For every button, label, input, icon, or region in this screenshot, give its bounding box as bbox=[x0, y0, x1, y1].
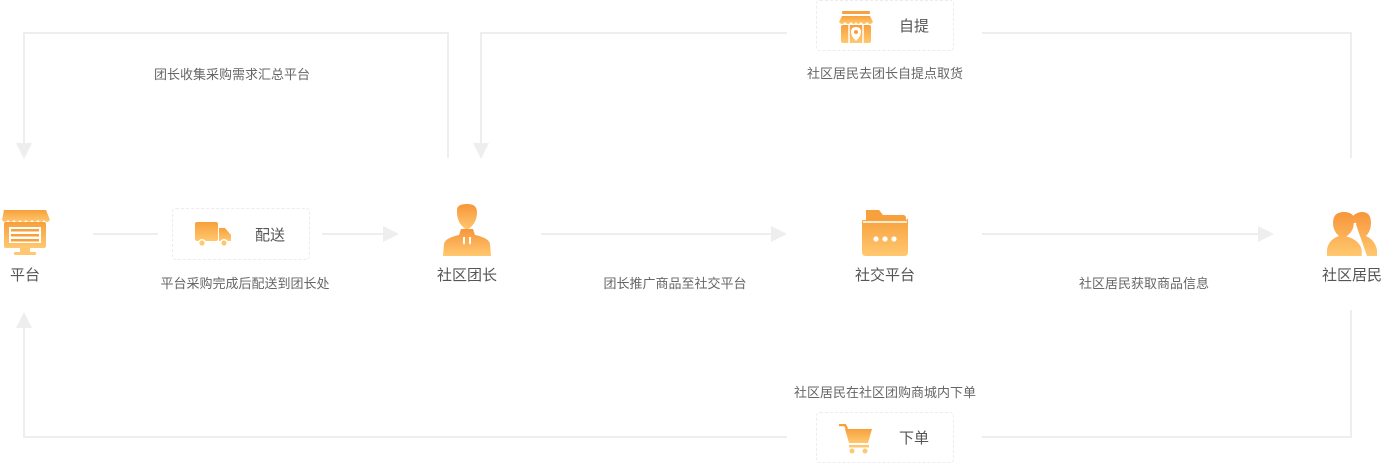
node-label-residents: 社区居民 bbox=[1321, 266, 1382, 284]
connector-order-to-platform bbox=[23, 328, 787, 438]
person-suit-icon bbox=[443, 204, 491, 256]
node-label-leader: 社区团长 bbox=[436, 266, 497, 284]
step-delivery: 配送 bbox=[172, 208, 310, 260]
arrowhead-up-platform bbox=[16, 312, 32, 328]
edge-label-platform-to-leader: 平台采购完成后配送到团长处 bbox=[160, 277, 330, 292]
people-group-icon bbox=[1327, 212, 1377, 256]
connector-residents-to-order bbox=[982, 310, 1352, 438]
arrowhead-right-residents bbox=[1258, 226, 1274, 242]
truck-icon bbox=[195, 222, 231, 247]
step-label-delivery: 配送 bbox=[255, 225, 286, 244]
arrowhead-right-leader bbox=[383, 226, 399, 242]
shopping-cart-icon bbox=[839, 424, 872, 454]
folder-chat-icon bbox=[862, 210, 908, 256]
step-label-pickup: 自提 bbox=[899, 17, 930, 35]
connector-leader-to-platform bbox=[23, 32, 449, 158]
connector-residents-to-leader bbox=[982, 32, 1352, 158]
connector-pickup-to-leader bbox=[480, 32, 787, 145]
edge-label-leader-to-platform: 团长收集采购需求汇总平台 bbox=[153, 68, 310, 83]
step-label-order: 下单 bbox=[899, 429, 930, 447]
shop-location-icon bbox=[839, 11, 873, 43]
arrowhead-down-leader bbox=[473, 143, 489, 159]
arrowhead-down-platform bbox=[16, 143, 32, 159]
storefront-monitor-icon bbox=[2, 210, 50, 255]
arrowhead-right-social bbox=[771, 226, 787, 242]
edge-label-residents-order: 社区居民在社区团购商城内下单 bbox=[793, 386, 976, 401]
step-order: 下单 bbox=[816, 412, 954, 463]
edge-label-residents-pickup: 社区居民去团长自提点取货 bbox=[806, 67, 963, 82]
edge-label-social-to-residents: 社区居民获取商品信息 bbox=[1078, 277, 1209, 292]
edge-label-leader-to-social: 团长推广商品至社交平台 bbox=[603, 277, 747, 292]
node-label-social: 社交平台 bbox=[854, 266, 915, 284]
node-label-platform: 平台 bbox=[9, 266, 40, 284]
step-pickup: 自提 bbox=[816, 0, 954, 51]
